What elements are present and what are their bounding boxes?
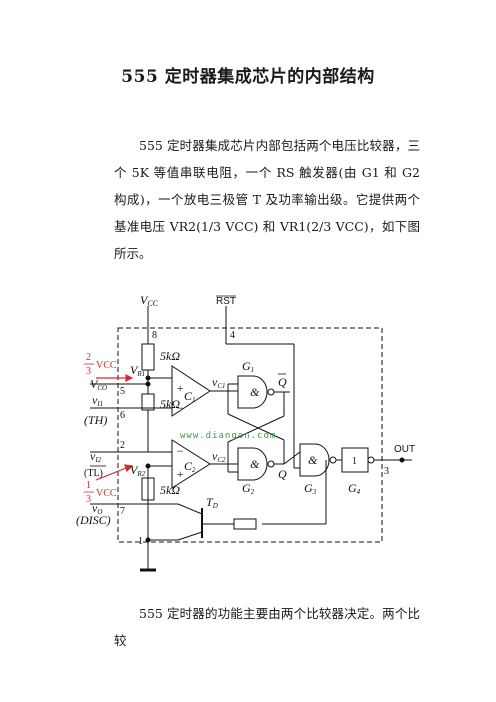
nand-gate-g1 xyxy=(237,375,268,409)
c2-plus-sign: + xyxy=(176,467,184,481)
vc1-label: vC1 xyxy=(212,375,226,390)
ref-low-fraction-den: 3 xyxy=(86,494,91,505)
pin-5-label: 5 xyxy=(120,386,125,397)
pin-6-label: 6 xyxy=(120,410,125,421)
resistor-bottom-label: 5kΩ xyxy=(160,483,180,497)
closing-paragraph-text: 555 定时器的功能主要由两个比较器决定。两个比较 xyxy=(114,606,420,648)
vc2-label: vC2 xyxy=(212,449,226,464)
g3-and-symbol: & xyxy=(308,453,318,467)
resistor-top-label: 5kΩ xyxy=(160,349,180,363)
nand-gate-g2 xyxy=(237,447,268,481)
circuit-svg: VCC RST 8 4 5kΩ 5kΩ 5kΩ 2 3 VCC VR1 VCO … xyxy=(76,293,415,572)
q-label: Q xyxy=(278,467,287,481)
nand-gate-g3 xyxy=(299,443,330,477)
q-bar-label: Q xyxy=(278,375,287,389)
c1-minus-sign: − xyxy=(176,401,184,415)
resistor-middle-label: 5kΩ xyxy=(160,397,180,411)
vr1-label: VR1 xyxy=(130,363,145,378)
chip-boundary xyxy=(117,327,383,543)
pin-1-label: 1 xyxy=(138,536,143,547)
out-label: OUT xyxy=(394,444,415,455)
td-label: TD xyxy=(206,495,218,510)
comparator-c2 xyxy=(171,439,211,489)
g1-and-symbol: & xyxy=(250,385,260,399)
c2-label: C2 xyxy=(184,459,196,474)
vo-label: vO xyxy=(92,501,102,516)
resistor-middle xyxy=(141,393,155,411)
comparator-c1 xyxy=(171,365,211,417)
vi2-label: vI2 xyxy=(90,449,102,464)
document-title: 555 定时器集成芯片的内部结构 xyxy=(121,67,375,87)
watermark-text: www.diangon.com xyxy=(180,431,276,441)
th-label: (TH) xyxy=(84,413,107,427)
g2-and-symbol: & xyxy=(250,457,260,471)
pin-3-label: 3 xyxy=(384,466,389,477)
pin-8-label: 8 xyxy=(152,330,157,341)
c2-minus-sign: − xyxy=(176,444,184,458)
c1-label: C1 xyxy=(184,389,196,404)
ref-low-fraction-num: 1 xyxy=(86,480,91,491)
intro-paragraph-text: 555 定时器集成芯片内部包括两个电压比较器，三个 5K 等值串联电阻，一个 R… xyxy=(114,138,420,261)
pin-2-label: 2 xyxy=(120,440,125,451)
ref-high-fraction-den: 3 xyxy=(86,366,91,377)
ref-high-fraction-num: 2 xyxy=(86,352,91,363)
vcc-top-label: VCC xyxy=(140,293,159,308)
rst-label: RST xyxy=(216,296,236,307)
g3-label: G3 xyxy=(304,481,317,496)
resistor-top xyxy=(141,343,155,371)
c1-plus-sign: + xyxy=(176,381,184,395)
disc-label: (DISC) xyxy=(76,513,111,527)
ref-high-vcc: VCC xyxy=(96,360,117,371)
g2-label: G2 xyxy=(242,481,255,496)
pin-4-label: 4 xyxy=(230,330,235,341)
vco-label: VCO xyxy=(90,377,107,392)
circuit-diagram-555: VCC RST 8 4 5kΩ 5kΩ 5kΩ 2 3 VCC VR1 VCO … xyxy=(68,292,428,578)
g1-label: G1 xyxy=(242,359,254,374)
g4-symbol: 1 xyxy=(352,456,357,467)
pin-7-label: 7 xyxy=(120,506,125,517)
intro-paragraph: 555 定时器集成芯片内部包括两个电压比较器，三个 5K 等值串联电阻，一个 R… xyxy=(114,132,420,267)
g4-label: G4 xyxy=(348,481,361,496)
vr2-label: VR2 xyxy=(130,463,146,478)
vi1-label: vI1 xyxy=(92,393,103,408)
base-resistor xyxy=(233,518,257,530)
ref-low-vcc: VCC xyxy=(96,488,117,499)
tl-label: (TL) xyxy=(84,468,103,479)
closing-paragraph: 555 定时器的功能主要由两个比较器决定。两个比较 xyxy=(114,600,420,654)
